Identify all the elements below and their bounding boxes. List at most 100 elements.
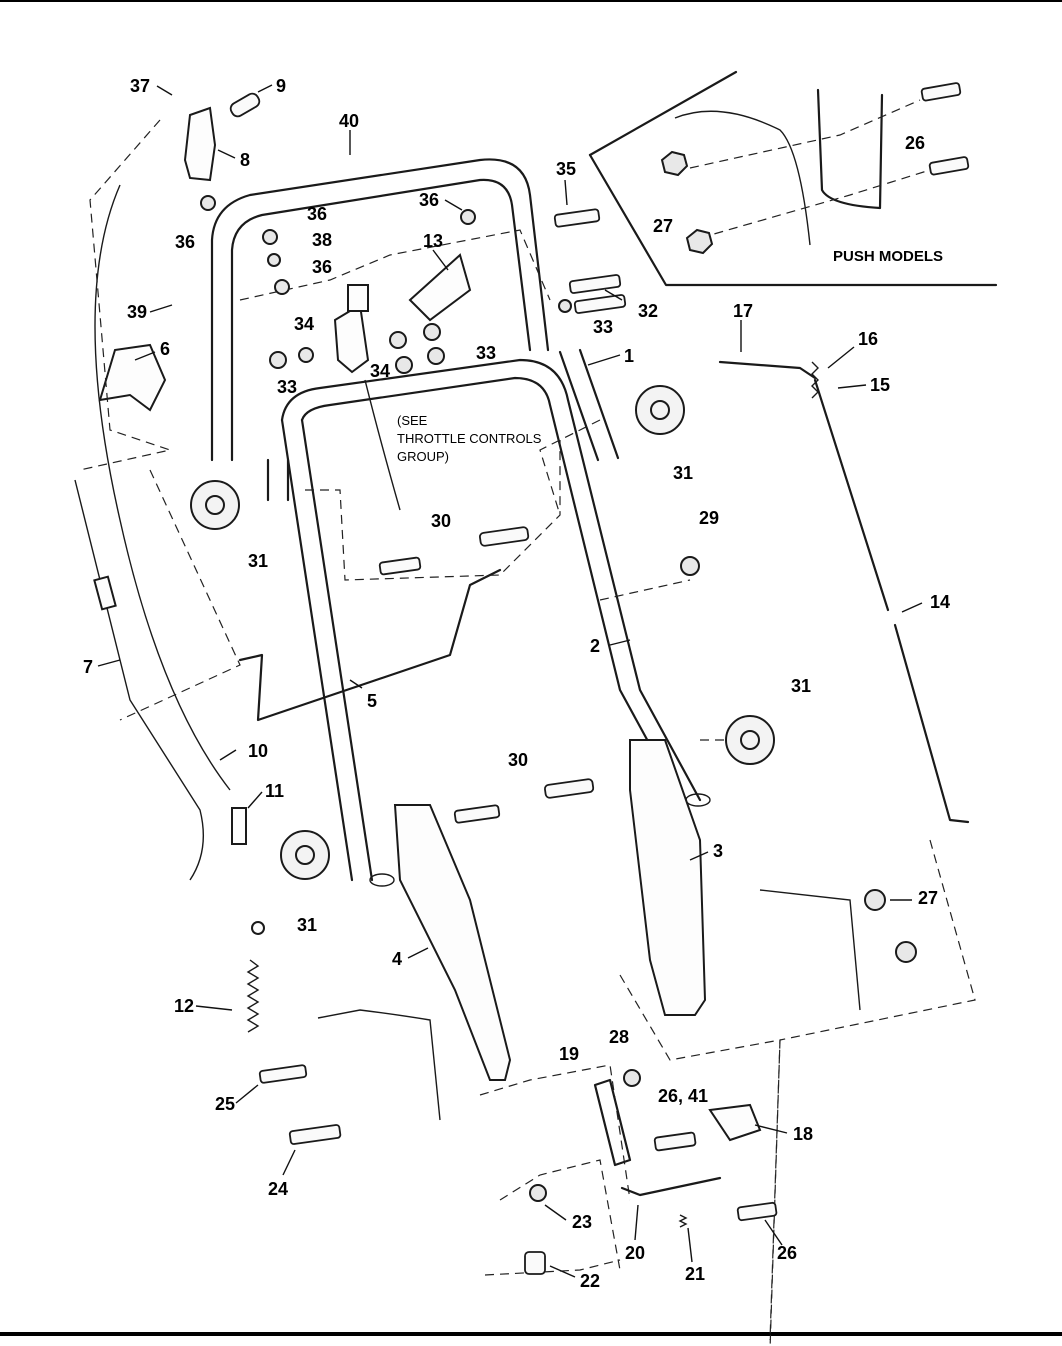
nut-34-left xyxy=(270,352,286,368)
callout-31-d: 31 xyxy=(297,915,317,935)
bolt-30d xyxy=(454,805,499,823)
callout-4: 4 xyxy=(392,949,402,969)
callout-31-c: 31 xyxy=(791,676,811,696)
callout-1: 1 xyxy=(624,346,634,366)
callout-14: 14 xyxy=(930,592,950,612)
callout-36-a: 36 xyxy=(419,190,439,210)
nut-33-c xyxy=(396,357,412,373)
bolt-25 xyxy=(259,1065,306,1083)
callout-18: 18 xyxy=(793,1124,813,1144)
callout-9: 9 xyxy=(276,76,286,96)
nut-33-d xyxy=(428,348,444,364)
callout-3: 3 xyxy=(713,841,723,861)
nut-28 xyxy=(624,1070,640,1086)
bolt-26-41 xyxy=(654,1132,695,1150)
throttle-quadrant-13 xyxy=(410,255,470,320)
callout-20: 20 xyxy=(625,1243,645,1263)
link-20 xyxy=(622,1178,720,1195)
lower-handle-left xyxy=(282,420,372,880)
callout-8: 8 xyxy=(240,150,250,170)
callout-40: 40 xyxy=(339,111,359,131)
knob-31-right-top xyxy=(636,386,684,434)
nut-36-c xyxy=(201,196,215,210)
throttle-note: (SEE THROTTLE CONTROLS GROUP) xyxy=(397,413,542,464)
callout-23: 23 xyxy=(572,1212,592,1232)
callout-5: 5 xyxy=(367,691,377,711)
throttle-lever xyxy=(335,305,368,372)
callout-35: 35 xyxy=(556,159,576,179)
inset-title: PUSH MODELS xyxy=(833,248,943,265)
callout-31-b: 31 xyxy=(248,551,268,571)
nut-36-top xyxy=(461,210,475,224)
callout-33-b: 33 xyxy=(476,343,496,363)
callout-7: 7 xyxy=(83,657,93,677)
callout-27-a: 27 xyxy=(918,888,938,908)
bolt-24 xyxy=(289,1125,340,1145)
upper-handle-inner xyxy=(232,180,530,460)
spring-21 xyxy=(680,1215,686,1227)
nut-36-b xyxy=(275,280,289,294)
callout-15: 15 xyxy=(870,375,890,395)
callout-21: 21 xyxy=(685,1264,705,1284)
bolt-35 xyxy=(554,209,599,227)
spacer-23 xyxy=(530,1185,546,1201)
callout-39: 39 xyxy=(127,302,147,322)
note-line-3: GROUP) xyxy=(397,449,449,464)
nut-36-a xyxy=(263,230,277,244)
knob-31-left-bottom xyxy=(281,831,329,879)
upper-handle-outer xyxy=(212,159,548,460)
callout-37: 37 xyxy=(130,76,150,96)
callout-36-d: 36 xyxy=(312,257,332,277)
callout-36-b: 36 xyxy=(307,204,327,224)
bolt-26-bottom xyxy=(737,1202,776,1220)
inset-flange-nut-bottom xyxy=(687,230,712,253)
inset-bolt-top xyxy=(921,83,961,101)
callout-22: 22 xyxy=(580,1271,600,1291)
nut-33-b xyxy=(424,324,440,340)
bracket-18 xyxy=(710,1105,760,1140)
spring-12 xyxy=(248,960,258,1032)
callout-11: 11 xyxy=(265,781,284,801)
callout-33-a: 33 xyxy=(593,317,613,337)
callout-26-a: 26 xyxy=(905,133,925,153)
callout-33-c: 33 xyxy=(277,377,297,397)
washer-33-right xyxy=(559,300,571,312)
inset-bolt-bottom xyxy=(929,157,969,175)
callout-2: 2 xyxy=(590,636,600,656)
grip-9 xyxy=(229,91,262,118)
bolt-30a xyxy=(479,527,528,547)
callout-30-a: 30 xyxy=(431,511,451,531)
callout-34-a: 34 xyxy=(294,314,314,334)
callout-27-b: 27 xyxy=(653,216,673,236)
nut-38 xyxy=(268,254,280,266)
callout-10: 10 xyxy=(248,741,268,761)
washer-33-left xyxy=(299,348,313,362)
callout-16: 16 xyxy=(858,329,878,349)
rod-17 xyxy=(720,362,815,378)
note-line-2: THROTTLE CONTROLS xyxy=(397,431,542,446)
bolt-30b xyxy=(379,557,420,574)
callout-13: 13 xyxy=(423,231,443,251)
note-line-1: (SEE xyxy=(397,413,428,428)
bolt-32a xyxy=(569,275,620,294)
callout-36-c: 36 xyxy=(175,232,195,252)
callout-26-41: 26, 41 xyxy=(658,1086,708,1106)
callout-19: 19 xyxy=(559,1044,579,1064)
nut-29 xyxy=(681,557,699,575)
callout-32: 32 xyxy=(638,301,658,321)
callout-17: 17 xyxy=(733,301,753,321)
callout-34-b: 34 xyxy=(370,361,390,381)
nut-33-a xyxy=(390,332,406,348)
callout-30-b: 30 xyxy=(508,750,528,770)
handle-bracket-4 xyxy=(395,805,510,1080)
lever-bracket-6 xyxy=(100,345,165,410)
knob-31-left-top xyxy=(191,481,239,529)
lever-8 xyxy=(185,108,215,180)
callout-28: 28 xyxy=(609,1027,629,1047)
callout-29: 29 xyxy=(699,508,719,528)
knob-31-right-bottom xyxy=(726,716,774,764)
callout-31-a: 31 xyxy=(673,463,693,483)
callout-26-b: 26 xyxy=(777,1243,797,1263)
